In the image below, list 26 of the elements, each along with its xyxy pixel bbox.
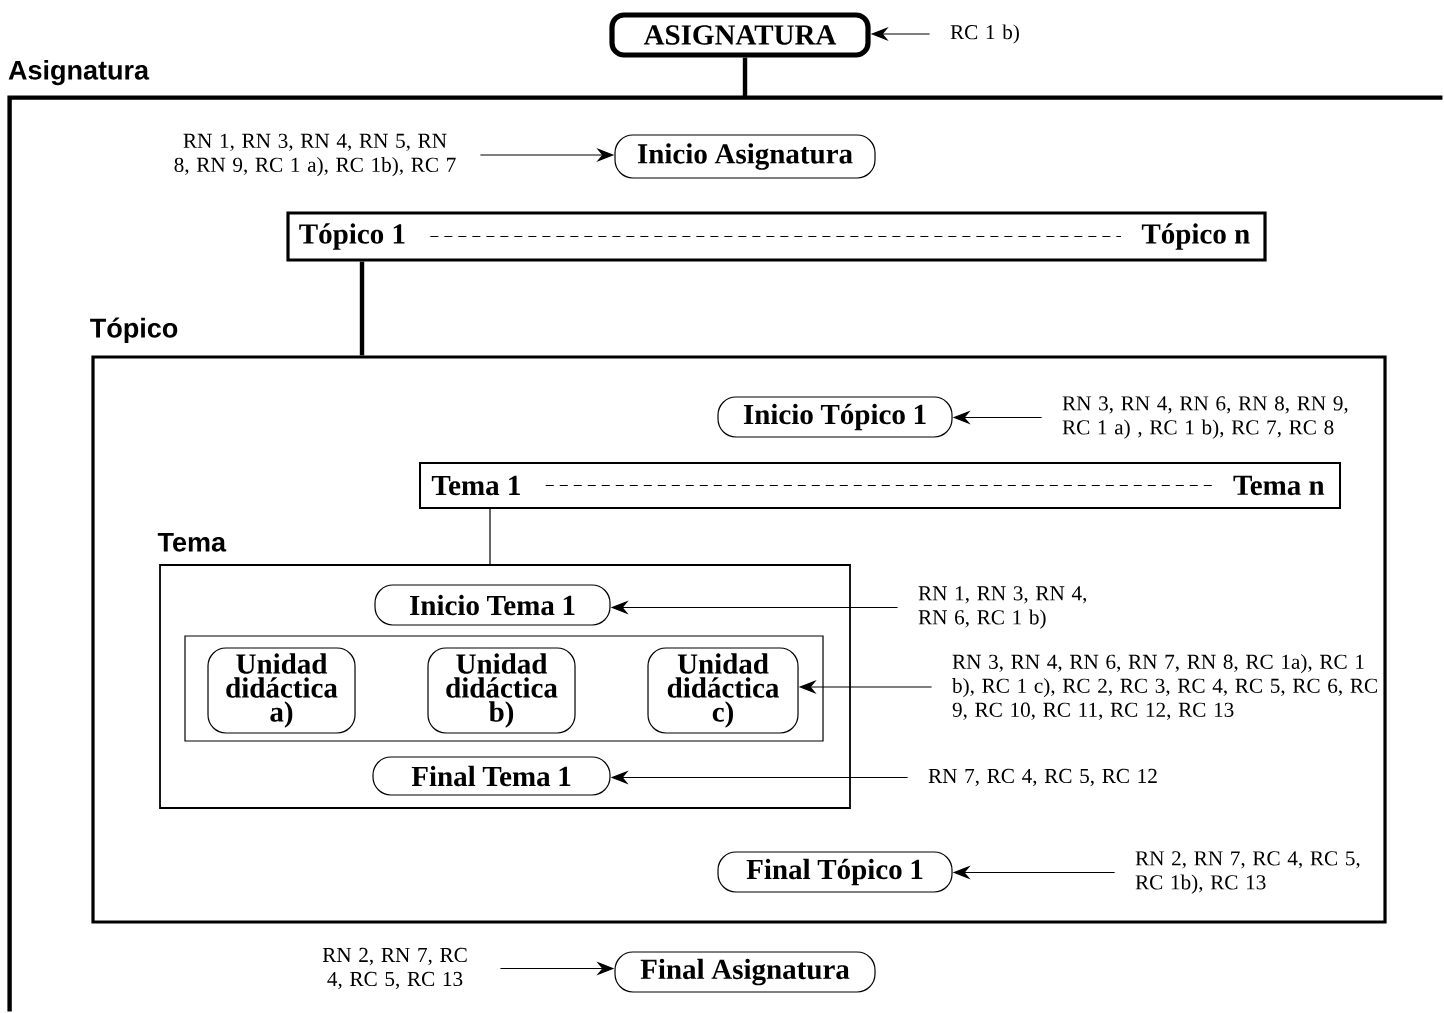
rounded-box: Unidad didáctica c) bbox=[647, 647, 799, 734]
tab-strip: Tópico 1 Tópico n bbox=[286, 211, 1267, 262]
note-text: RN 1, RN 3, RN 4, RN 6, RC 1 b) bbox=[918, 586, 1087, 629]
rounded-box: Final Asignatura bbox=[614, 951, 876, 993]
group-box bbox=[184, 635, 824, 742]
rounded-box: Final Tópico 1 bbox=[717, 851, 953, 893]
rounded-box: Inicio Tema 1 bbox=[374, 584, 611, 626]
node-label: Tópico bbox=[90, 317, 178, 344]
note-text: RN 2, RN 7, RC 4, RC 5, RC 13 bbox=[322, 947, 467, 990]
rounded-box: Inicio Asignatura bbox=[614, 134, 876, 179]
note-text: RN 3, RN 4, RN 6, RN 8, RN 9, RC 1 a) , RC 1 b), RC 7, RC 8 bbox=[1062, 396, 1348, 439]
connector-line bbox=[742, 57, 748, 98]
note-text: RN 2, RN 7, RC 4, RC 5, RC 1b), RC 13 bbox=[1135, 851, 1360, 894]
tab-strip: Tema 1 Tema n bbox=[419, 462, 1341, 509]
rounded-box: Unidad didáctica a) bbox=[207, 647, 356, 734]
rounded-box: Final Tema 1 bbox=[372, 756, 611, 796]
connector-line bbox=[359, 261, 365, 356]
note-text: RN 7, RC 4, RC 5, RC 12 bbox=[928, 768, 1157, 787]
note-text: RC 1 b) bbox=[950, 24, 1019, 44]
connector-line bbox=[489, 508, 491, 565]
rounded-box: Inicio Tópico 1 bbox=[717, 396, 953, 438]
rounded-box: Unidad didáctica b) bbox=[427, 647, 576, 734]
rounded-box: ASIGNATURA bbox=[609, 12, 871, 58]
note-text: RN 3, RN 4, RN 6, RN 7, RN 8, RC 1a), RC 1 b), RC 1 c), RC 2, RC 3, RC 4, RC 5, RC 6, RC 9, RC 10, RC 11, RC 12, RC 13 bbox=[952, 654, 1377, 720]
note-text: RN 1, RN 3, RN 4, RN 5, RN 8, RN 9, RC 1 a), RC 1b), RC 7 bbox=[174, 133, 456, 177]
node-label: Tema bbox=[157, 532, 227, 552]
